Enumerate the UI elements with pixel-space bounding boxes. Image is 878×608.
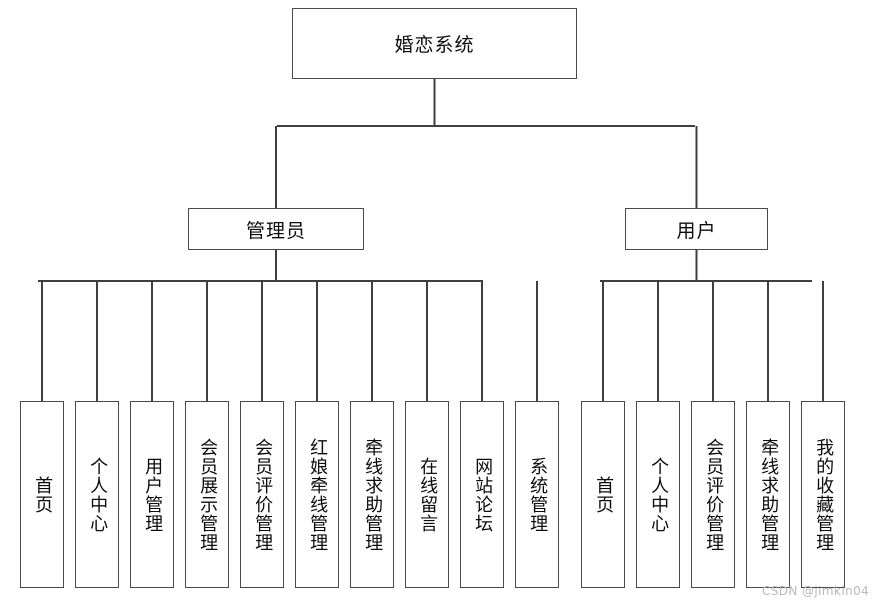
node-user-personal-center-label: 个人中心: [648, 456, 670, 533]
node-admin-matchmaker-management-label: 红娘牵线管理: [307, 437, 329, 552]
node-user-my-favorites-management-label: 我的收藏管理: [813, 437, 835, 552]
node-user-matchmaking-help-management-label: 牵线求助管理: [758, 437, 780, 552]
node-user-member-review-management-label: 会员评价管理: [703, 437, 725, 552]
watermark-label: CSDN @jimkin04: [762, 584, 870, 598]
node-admin-website-forum-label: 网站论坛: [472, 456, 494, 533]
node-root-label: 婚恋系统: [394, 34, 475, 56]
node-admin-label: 管理员: [245, 219, 306, 242]
node-user-my-favorites-management[interactable]: 我的收藏管理: [801, 401, 845, 588]
node-admin-user-management-label: 用户管理: [142, 456, 164, 533]
node-admin-home-label: 首页: [32, 475, 54, 514]
node-user-home[interactable]: 首页: [581, 401, 625, 588]
node-admin[interactable]: 管理员: [188, 208, 364, 250]
node-admin-member-display-management-label: 会员展示管理: [197, 437, 219, 552]
node-admin-matchmaking-help-management[interactable]: 牵线求助管理: [350, 401, 394, 588]
node-admin-member-review-management-label: 会员评价管理: [252, 437, 274, 552]
node-admin-system-management[interactable]: 系统管理: [515, 401, 559, 588]
node-admin-website-forum[interactable]: 网站论坛: [460, 401, 504, 588]
node-user-label: 用户: [676, 219, 717, 242]
node-user[interactable]: 用户: [625, 208, 768, 250]
node-admin-online-message[interactable]: 在线留言: [405, 401, 449, 588]
node-user-member-review-management[interactable]: 会员评价管理: [691, 401, 735, 588]
node-user-matchmaking-help-management[interactable]: 牵线求助管理: [746, 401, 790, 588]
node-admin-user-management[interactable]: 用户管理: [130, 401, 174, 588]
node-admin-home[interactable]: 首页: [20, 401, 64, 588]
node-user-home-label: 首页: [593, 475, 615, 514]
node-admin-online-message-label: 在线留言: [417, 456, 439, 533]
node-admin-member-display-management[interactable]: 会员展示管理: [185, 401, 229, 588]
node-admin-system-management-label: 系统管理: [527, 456, 549, 533]
node-admin-matchmaker-management[interactable]: 红娘牵线管理: [295, 401, 339, 588]
node-admin-personal-center[interactable]: 个人中心: [75, 401, 119, 588]
node-admin-personal-center-label: 个人中心: [87, 456, 109, 533]
node-admin-member-review-management[interactable]: 会员评价管理: [240, 401, 284, 588]
node-root[interactable]: 婚恋系统: [292, 8, 577, 79]
node-admin-matchmaking-help-management-label: 牵线求助管理: [362, 437, 384, 552]
node-user-personal-center[interactable]: 个人中心: [636, 401, 680, 588]
